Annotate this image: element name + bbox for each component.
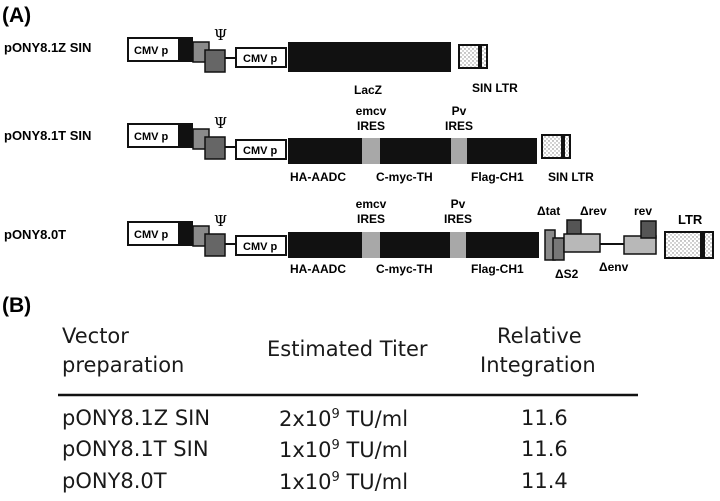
c-myc-th-label: C-myc-TH — [376, 262, 433, 276]
table-row-vector: pONY8.1Z SIN — [62, 406, 211, 430]
ires-label: IRES — [357, 212, 385, 226]
construct-row-1: pONY8.1Z SIN CMV p Ψ CMV p LacZ SIN LTR — [4, 26, 518, 97]
delta-rev-label: Δrev — [580, 204, 607, 218]
table-row-titer: 1x109 TU/ml — [279, 470, 409, 494]
sin-ltr-stripe — [478, 46, 482, 67]
ltr-label: LTR — [678, 212, 703, 227]
construct-row-3: pONY8.0T CMV p Ψ CMV p emcv IRES Pv IRES… — [4, 197, 714, 281]
ires-label: IRES — [445, 119, 473, 133]
cmv-mid-label: CMV p — [243, 53, 278, 65]
packaging-box-2 — [204, 136, 226, 160]
gene-bar — [288, 232, 539, 258]
ires-label: IRES — [357, 119, 385, 133]
cmv-promoter-left — [127, 37, 193, 62]
cmv-promoter-mid — [235, 235, 287, 256]
rev-label: rev — [634, 204, 652, 218]
rev-exon-box — [623, 235, 657, 255]
delta-s2-label: ΔS2 — [555, 267, 579, 281]
flag-ch1-label: Flag-CH1 — [471, 170, 524, 184]
emcv-label: emcv — [356, 104, 387, 118]
psi-symbol: Ψ — [214, 26, 227, 44]
ltr-box — [664, 231, 714, 259]
table-row-integration: 11.6 — [521, 406, 568, 430]
emcv-ires-block — [362, 138, 380, 164]
cmv-promoter-mid — [235, 47, 287, 68]
pv-label: Pv — [452, 104, 467, 118]
cmv-mid-label: CMV p — [243, 241, 278, 253]
delta-env-label: Δenv — [599, 260, 629, 274]
delta-env-box — [563, 233, 601, 253]
delta-tat-label: Δtat — [537, 204, 560, 218]
ha-aadc-label: HA-AADC — [290, 170, 346, 184]
ltr-stripe — [700, 233, 705, 257]
cmv-mid-label: CMV p — [243, 145, 278, 157]
emcv-ires-block — [362, 232, 380, 258]
psi-symbol: Ψ — [214, 114, 227, 132]
cmv-promoter-left — [127, 221, 193, 246]
sin-ltr-label: SIN LTR — [548, 170, 594, 184]
pv-ires-block — [451, 138, 467, 164]
header-vector-line2: preparation — [62, 353, 185, 377]
delta-s2-box — [552, 237, 565, 261]
table-row-integration: 11.6 — [521, 437, 568, 461]
cmv-promoter-dark-end — [178, 39, 191, 60]
table-row-titer: 1x109 TU/ml — [279, 438, 409, 462]
table-row-titer: 2x109 TU/ml — [279, 407, 409, 431]
gene-bar — [288, 138, 537, 164]
header-relative: Relative — [497, 324, 582, 348]
construct-name: pONY8.1T SIN — [4, 128, 91, 143]
lacz-label: LacZ — [354, 83, 382, 97]
cmv-left-label: CMV p — [134, 131, 169, 143]
pv-ires-block — [450, 232, 466, 258]
psi-symbol: Ψ — [214, 212, 227, 230]
panel-a-label: (A) — [2, 4, 31, 27]
cmv-left-label: CMV p — [134, 229, 169, 241]
pv-label: Pv — [451, 197, 466, 211]
panel-b-label: (B) — [2, 294, 31, 317]
rev-box — [640, 220, 657, 239]
sin-ltr-stripe — [561, 136, 565, 157]
cmv-promoter-mid — [235, 139, 287, 160]
construct-name: pONY8.1Z SIN — [4, 40, 91, 55]
table-row-vector: pONY8.0T — [62, 469, 167, 493]
cmv-left-label: CMV p — [134, 45, 169, 57]
ires-label: IRES — [444, 212, 472, 226]
flag-ch1-label: Flag-CH1 — [471, 262, 524, 276]
lacz-gene-bar — [288, 42, 451, 72]
cmv-promoter-left — [127, 123, 193, 148]
packaging-box-2 — [204, 49, 226, 73]
ha-aadc-label: HA-AADC — [290, 262, 346, 276]
table-row-integration: 11.4 — [521, 469, 568, 493]
header-estimated-titer: Estimated Titer — [267, 337, 428, 361]
sin-ltr-box — [458, 44, 488, 69]
construct-row-2: pONY8.1T SIN CMV p Ψ CMV p emcv IRES Pv … — [4, 104, 594, 184]
emcv-label: emcv — [356, 197, 387, 211]
sin-ltr-label: SIN LTR — [472, 81, 518, 95]
packaging-box-2 — [204, 233, 226, 257]
construct-name: pONY8.0T — [4, 227, 66, 242]
header-vector-line1: Vector — [62, 324, 129, 348]
cmv-promoter-dark-end — [178, 223, 191, 244]
table-row-vector: pONY8.1T SIN — [62, 437, 209, 461]
sin-ltr-box — [541, 134, 571, 159]
header-integration: Integration — [480, 353, 596, 377]
c-myc-th-label: C-myc-TH — [376, 170, 433, 184]
cmv-promoter-dark-end — [178, 125, 191, 146]
